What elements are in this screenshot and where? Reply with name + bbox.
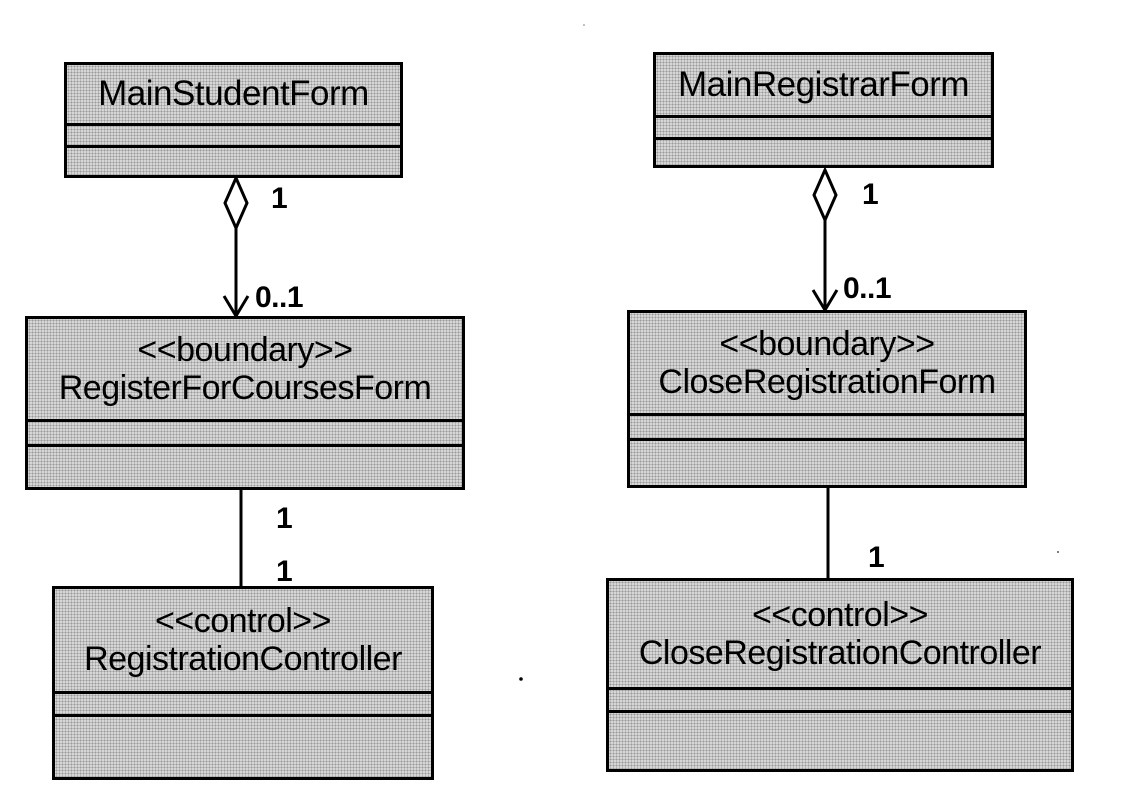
attributes-compartment — [28, 422, 462, 447]
operations-compartment — [656, 140, 991, 165]
stereotype-label: <<boundary>> — [137, 330, 353, 369]
aggregation-diamond-right — [812, 166, 838, 224]
multiplicity-label: 1 — [271, 182, 288, 215]
class-name: MainRegistrarForm — [678, 65, 970, 105]
operations-compartment — [55, 717, 431, 777]
multiplicity-label: 0..1 — [255, 281, 304, 314]
attributes-compartment — [656, 118, 991, 140]
operations-compartment — [630, 441, 1024, 485]
scan-speck — [583, 24, 585, 26]
class-main-registrar-form: MainRegistrarForm — [653, 52, 994, 168]
class-name-compartment: <<boundary>> RegisterForCoursesForm — [28, 319, 462, 422]
class-name-compartment: MainStudentForm — [67, 65, 400, 126]
class-name: RegistrationController — [84, 640, 402, 678]
aggregation-diamond-left — [223, 174, 249, 232]
class-name-compartment: <<boundary>> CloseRegistrationForm — [630, 313, 1024, 416]
attributes-compartment — [67, 126, 400, 148]
class-name: RegisterForCoursesForm — [58, 369, 432, 407]
class-name: MainStudentForm — [98, 74, 369, 114]
class-close-registration-controller: <<control>> CloseRegistrationController — [606, 578, 1074, 772]
scan-speck — [519, 677, 523, 681]
class-registration-controller: <<control>> RegistrationController — [52, 586, 434, 780]
stereotype-label: <<control>> — [752, 595, 928, 634]
multiplicity-label: 1 — [276, 555, 293, 588]
attributes-compartment — [609, 690, 1071, 713]
operations-compartment — [609, 713, 1071, 769]
class-main-student-form: MainStudentForm — [64, 62, 403, 178]
class-name-compartment: <<control>> RegistrationController — [55, 589, 431, 694]
stereotype-label: <<boundary>> — [719, 324, 935, 363]
class-name-compartment: <<control>> CloseRegistrationController — [609, 581, 1071, 690]
class-name-compartment: MainRegistrarForm — [656, 55, 991, 118]
operations-compartment — [28, 447, 462, 487]
multiplicity-label: 0..1 — [843, 272, 892, 305]
stereotype-label: <<control>> — [155, 601, 331, 640]
multiplicity-label: 1 — [276, 502, 293, 535]
multiplicity-label: 1 — [862, 178, 879, 211]
class-close-registration-form: <<boundary>> CloseRegistrationForm — [627, 310, 1027, 488]
multiplicity-label: 1 — [868, 541, 885, 574]
scan-speck — [1057, 551, 1059, 553]
class-register-for-courses-form: <<boundary>> RegisterForCoursesForm — [25, 316, 465, 490]
attributes-compartment — [55, 694, 431, 717]
class-name: CloseRegistrationForm — [658, 363, 996, 401]
class-name: CloseRegistrationController — [638, 634, 1042, 672]
operations-compartment — [67, 148, 400, 175]
attributes-compartment — [630, 416, 1024, 441]
